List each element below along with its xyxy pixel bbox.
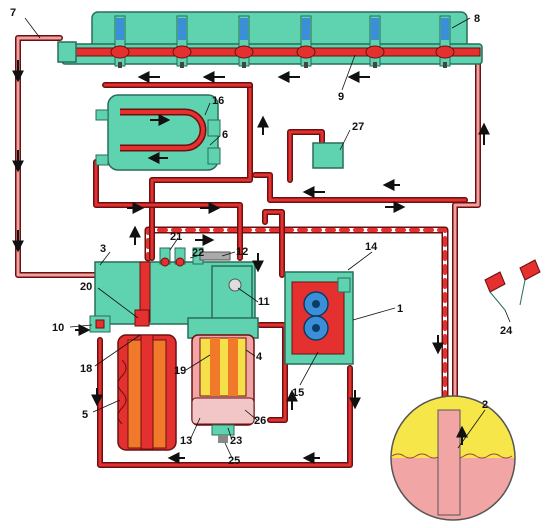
callout-2: 2 [482, 399, 488, 411]
injector [234, 15, 254, 68]
callout-10: 10 [52, 322, 64, 334]
callout-22: 22 [192, 247, 204, 259]
spray-nozzle-icon [484, 259, 541, 311]
injector [435, 15, 455, 68]
callout-7: 7 [10, 7, 16, 19]
callout-19: 19 [174, 365, 186, 377]
callout-14: 14 [365, 241, 378, 253]
callout-23: 23 [230, 435, 242, 447]
line-to-pump [262, 209, 285, 278]
return-line-middle [252, 172, 468, 203]
callout-27: 27 [352, 121, 364, 133]
gear-pair-icon [303, 291, 329, 341]
injector [365, 15, 385, 68]
callout-8: 8 [474, 13, 480, 25]
callout-24: 24 [500, 325, 513, 337]
callout-11: 11 [258, 296, 270, 308]
callout-6: 6 [222, 129, 228, 141]
callout-15: 15 [292, 387, 304, 399]
callout-16: 16 [212, 95, 224, 107]
injector [172, 15, 192, 68]
injector [296, 15, 316, 68]
callout-4: 4 [256, 351, 263, 363]
fuel-tank [390, 395, 516, 521]
flow-arrows [12, 60, 490, 464]
callout-13: 13 [180, 435, 192, 447]
callout-25: 25 [228, 455, 240, 467]
callout-26: 26 [254, 415, 266, 427]
fuel-filter-4 [191, 334, 255, 443]
callout-12: 12 [236, 246, 248, 258]
high-pressure-pump [284, 271, 354, 365]
callout-9: 9 [338, 91, 344, 103]
filter-return-line [257, 322, 288, 423]
callout-lines [24, 17, 511, 461]
return-line-left [15, 35, 101, 278]
component-27 [312, 142, 344, 169]
callout-3: 3 [100, 243, 106, 255]
common-rail-assembly [57, 11, 483, 68]
callout-18: 18 [80, 363, 92, 375]
fuel-cooler [95, 94, 221, 171]
callout-1: 1 [397, 303, 403, 315]
injectors [110, 15, 455, 68]
callout-20: 20 [80, 281, 92, 293]
pump-block [89, 247, 259, 339]
rail-inlet [57, 41, 77, 63]
injector [110, 15, 130, 68]
callout-labels: 7 8 9 16 6 27 14 1 15 2 24 3 20 10 18 5 … [10, 7, 513, 467]
return-line-right [452, 49, 481, 423]
callout-5: 5 [82, 409, 88, 421]
callout-21: 21 [170, 231, 182, 243]
fuel-filter-5 [117, 334, 177, 451]
